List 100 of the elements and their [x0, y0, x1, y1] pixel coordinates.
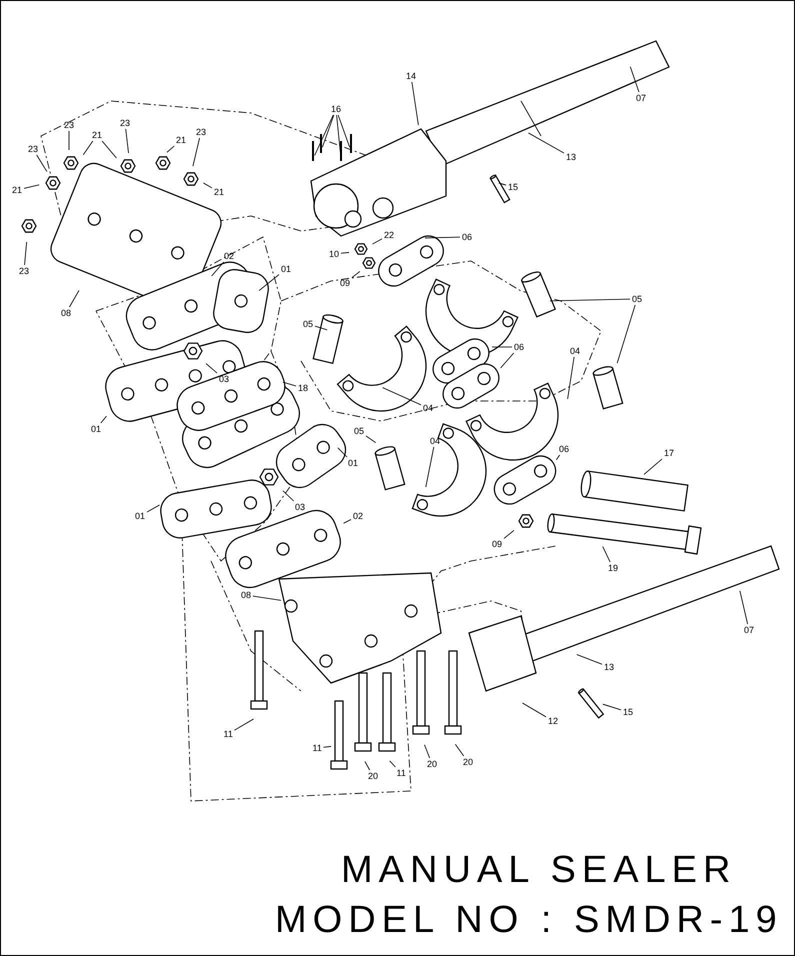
- callout-number: 13: [603, 662, 616, 672]
- leader-line: [82, 140, 94, 156]
- callout-number: 09: [491, 539, 504, 549]
- callout-number: 04: [569, 346, 582, 356]
- callout-number: 17: [663, 448, 676, 458]
- callout-number: 05: [353, 426, 366, 436]
- callout-number: 01: [90, 424, 102, 434]
- leader-line: [322, 114, 334, 148]
- leader-line: [337, 447, 348, 458]
- callout-number: 20: [367, 771, 380, 781]
- leader-line: [644, 458, 662, 475]
- callout-number: 14: [405, 71, 418, 81]
- leader-line: [102, 140, 117, 158]
- callout-number: 02: [352, 511, 364, 521]
- callout-number: 11: [396, 768, 407, 778]
- callout-number: 23: [27, 144, 40, 154]
- leader-line: [630, 66, 640, 92]
- model-number: MODEL NO : SMDR-19: [275, 899, 783, 941]
- callout-number: 11: [222, 729, 234, 739]
- leader-line: [522, 702, 546, 718]
- leader-line: [252, 596, 282, 601]
- callout-number: 21: [175, 135, 188, 145]
- callout-number: 15: [507, 182, 520, 192]
- leader-line: [412, 82, 419, 126]
- leader-line: [528, 132, 564, 154]
- callout-number: 03: [218, 374, 230, 384]
- leader-line: [616, 304, 636, 364]
- callout-number: 04: [429, 436, 442, 446]
- callout-number: 08: [60, 308, 72, 318]
- leader-line: [576, 654, 602, 665]
- leader-line: [550, 298, 630, 302]
- leader-line: [364, 761, 370, 770]
- leader-line: [69, 290, 80, 308]
- callout-number: 21: [213, 187, 226, 197]
- callout-number: 03: [294, 502, 306, 512]
- leader-line: [382, 387, 422, 406]
- leader-line: [234, 718, 254, 731]
- leader-line: [211, 262, 224, 276]
- callout-number: 04: [422, 403, 434, 413]
- callout-number: 12: [547, 716, 560, 726]
- leader-line: [504, 530, 514, 539]
- leader-line: [556, 454, 560, 460]
- callout-number: 01: [347, 458, 360, 468]
- leader-line: [125, 128, 129, 154]
- callout-number: 20: [426, 759, 438, 769]
- callout-number: 23: [63, 120, 76, 130]
- callout-number: 23: [119, 118, 132, 128]
- callout-number: 21: [11, 185, 24, 195]
- leader-line: [567, 356, 574, 400]
- leader-line: [498, 182, 506, 186]
- callout-number: 01: [134, 511, 146, 521]
- leader-line: [24, 242, 28, 266]
- leader-line: [24, 184, 40, 189]
- callout-number: 15: [622, 707, 634, 717]
- callout-number: 13: [565, 152, 578, 162]
- callout-number: 21: [91, 130, 104, 140]
- callout-number: 11: [312, 743, 323, 753]
- leader-line: [36, 154, 48, 172]
- callout-number: 06: [461, 232, 474, 242]
- callout-number: 06: [558, 444, 570, 454]
- leader-line: [454, 744, 464, 756]
- leader-line: [389, 760, 396, 768]
- callout-number: 05: [631, 294, 644, 304]
- leader-line: [424, 236, 460, 238]
- callout-number: 22: [383, 230, 396, 240]
- leader-line: [100, 416, 107, 424]
- callout-number: 05: [302, 319, 314, 329]
- callout-number: 19: [607, 563, 620, 573]
- leader-line: [206, 363, 218, 374]
- leader-line: [314, 114, 334, 156]
- leader-line: [192, 138, 200, 167]
- title: MANUAL SEALER: [341, 849, 736, 891]
- callout-number: 18: [297, 383, 310, 393]
- callout-number: 23: [195, 127, 208, 137]
- leader-line: [282, 490, 294, 502]
- callout-number: 20: [462, 757, 474, 767]
- leader-line: [372, 238, 382, 244]
- callout-number: 07: [635, 93, 648, 103]
- callout-number: 08: [240, 590, 252, 600]
- leader-line: [338, 114, 350, 148]
- leader-line: [336, 114, 341, 156]
- callout-number: 06: [513, 342, 526, 352]
- callout-number: 16: [330, 104, 342, 114]
- leader-line: [740, 590, 748, 624]
- callout-number: 23: [18, 266, 30, 276]
- leader-line: [500, 352, 514, 368]
- callout-number: 02: [223, 251, 236, 261]
- callout-number: 07: [743, 625, 756, 635]
- leader-line: [323, 746, 332, 748]
- leader-line: [343, 519, 352, 524]
- leader-line: [492, 346, 512, 348]
- leader-line: [166, 146, 175, 153]
- leader-line: [146, 504, 160, 512]
- leader-line: [340, 252, 350, 254]
- leader-line: [203, 182, 212, 188]
- callout-number: 09: [339, 278, 352, 288]
- callout-number: 01: [280, 264, 292, 274]
- leader-line: [258, 274, 280, 291]
- leader-line: [68, 130, 70, 150]
- leader-line: [282, 382, 296, 386]
